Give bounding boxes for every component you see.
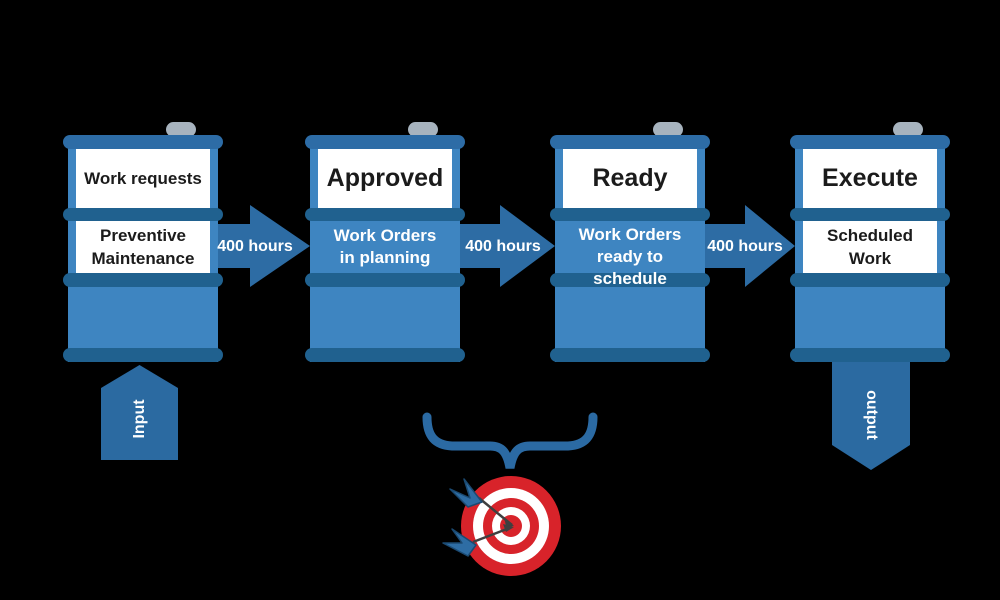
- flow-arrow-label-2: 400 hours: [465, 238, 541, 255]
- barrel-hoop: [63, 348, 223, 362]
- subtitle-line: in planning: [339, 248, 431, 267]
- subtitle-line: Scheduled: [827, 226, 913, 245]
- barrel-title-text: Approved: [326, 164, 444, 192]
- barrel-hoop: [790, 273, 950, 287]
- barrel-cap-icon: [893, 122, 923, 137]
- barrel-hoop: [550, 348, 710, 362]
- barrel-hoop: [790, 348, 950, 362]
- flow-arrow-2: [452, 205, 555, 287]
- barrel-subtitle: Preventive Maintenance: [76, 221, 210, 273]
- barrel-subtitle: Work Orders in planning: [318, 221, 452, 273]
- barrel-ready: Ready Work Orders ready to schedule: [550, 122, 710, 362]
- subtitle-line: Preventive: [100, 226, 186, 245]
- barrel-title-text: Work requests: [84, 168, 202, 188]
- flow-arrow-3: [697, 205, 795, 287]
- barrel-hoop: [550, 135, 710, 149]
- subtitle-line: Work Orders: [578, 225, 682, 244]
- barrel-work-requests: Work requests Preventive Maintenance: [63, 122, 223, 362]
- barrel-hoop: [305, 135, 465, 149]
- barrel-subtitle: Work Orders ready to schedule: [563, 224, 697, 290]
- barrel-subtitle: Scheduled Work: [803, 221, 937, 273]
- barrel-title-text: Ready: [592, 164, 668, 192]
- subtitle-line: Maintenance: [91, 249, 195, 268]
- barrel-title: Work requests: [76, 149, 210, 208]
- barrel-hoop: [305, 348, 465, 362]
- barrel-title: Ready: [563, 149, 697, 208]
- barrel-hoop: [63, 208, 223, 221]
- barrel-cap-icon: [653, 122, 683, 137]
- subtitle-line: Work Orders: [333, 226, 437, 245]
- input-arrow-label: Input: [131, 399, 148, 439]
- dart-icon-2: [442, 524, 514, 557]
- curly-brace-icon: [422, 412, 598, 469]
- barrel-cap-icon: [408, 122, 438, 137]
- barrel-hoop: [550, 208, 710, 221]
- barrel-title: Approved: [318, 149, 452, 208]
- output-arrow-shape: [832, 362, 910, 470]
- barrel-hoop: [790, 135, 950, 149]
- barrel-title: Execute: [803, 149, 937, 208]
- subtitle-line: ready to: [596, 247, 664, 266]
- subtitle-line: Work: [848, 249, 892, 268]
- flow-arrow-label-3: 400 hours: [707, 238, 783, 255]
- barrel-hoop: [305, 208, 465, 221]
- output-arrow-label: output: [863, 390, 880, 440]
- barrel-execute: Execute Scheduled Work: [790, 122, 950, 362]
- barrel-hoop: [63, 273, 223, 287]
- input-arrow-shape: [101, 365, 178, 460]
- barrel-hoop: [305, 273, 465, 287]
- barrel-hoop: [550, 273, 710, 287]
- barrel-approved: Approved Work Orders in planning: [305, 122, 465, 362]
- barrel-hoop: [63, 135, 223, 149]
- flow-arrow-label-1: 400 hours: [217, 238, 293, 255]
- barrel-cap-icon: [166, 122, 196, 137]
- barrel-hoop: [790, 208, 950, 221]
- dart-icon-1: [449, 478, 514, 526]
- flow-arrow-1: [208, 205, 310, 287]
- subtitle-line: schedule: [593, 269, 667, 288]
- barrel-title-text: Execute: [822, 164, 918, 192]
